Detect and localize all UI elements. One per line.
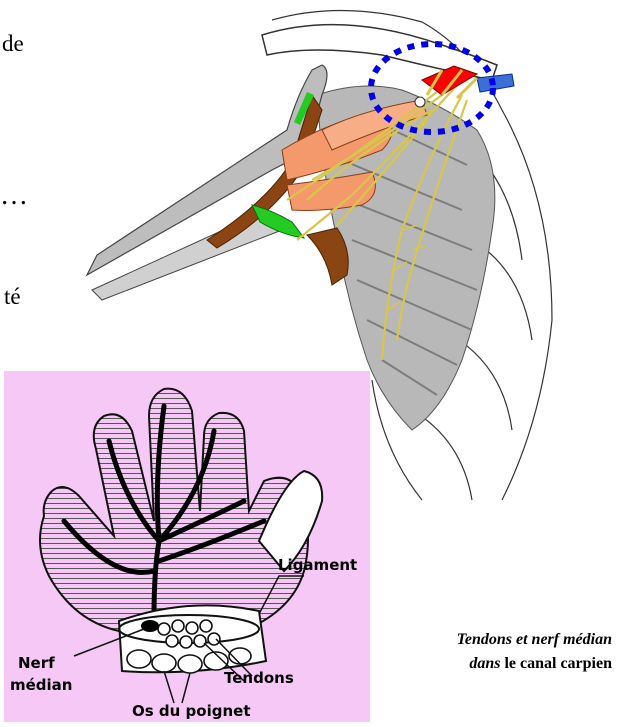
label-nerf: Nerf bbox=[18, 654, 55, 672]
label-ligament: Ligament bbox=[278, 556, 357, 574]
carpal-tunnel-illustration: Ligament Nerf médian Tendons Os du poign… bbox=[4, 371, 370, 722]
label-os-du-poignet: Os du poignet bbox=[132, 702, 250, 720]
label-tendons: Tendons bbox=[224, 669, 294, 687]
caption-line-2: dans le canal carpien bbox=[469, 652, 612, 676]
caption-italic-2: dans bbox=[469, 655, 500, 672]
caption-line-1: Tendons et nerf médian bbox=[457, 628, 612, 652]
label-median: médian bbox=[10, 676, 72, 694]
median-nerve-section bbox=[141, 620, 159, 632]
text-fragment-de: de bbox=[2, 32, 24, 55]
caption-bold: le canal carpien bbox=[504, 655, 612, 672]
tendon-cluster bbox=[158, 620, 220, 648]
nerve-junction bbox=[415, 97, 425, 107]
text-fragment-te: té bbox=[4, 285, 21, 308]
text-fragment-ellipsis: … bbox=[0, 182, 29, 210]
caption-italic-1: Tendons et nerf médian bbox=[457, 631, 612, 648]
brown-muscle-lower bbox=[307, 228, 348, 285]
